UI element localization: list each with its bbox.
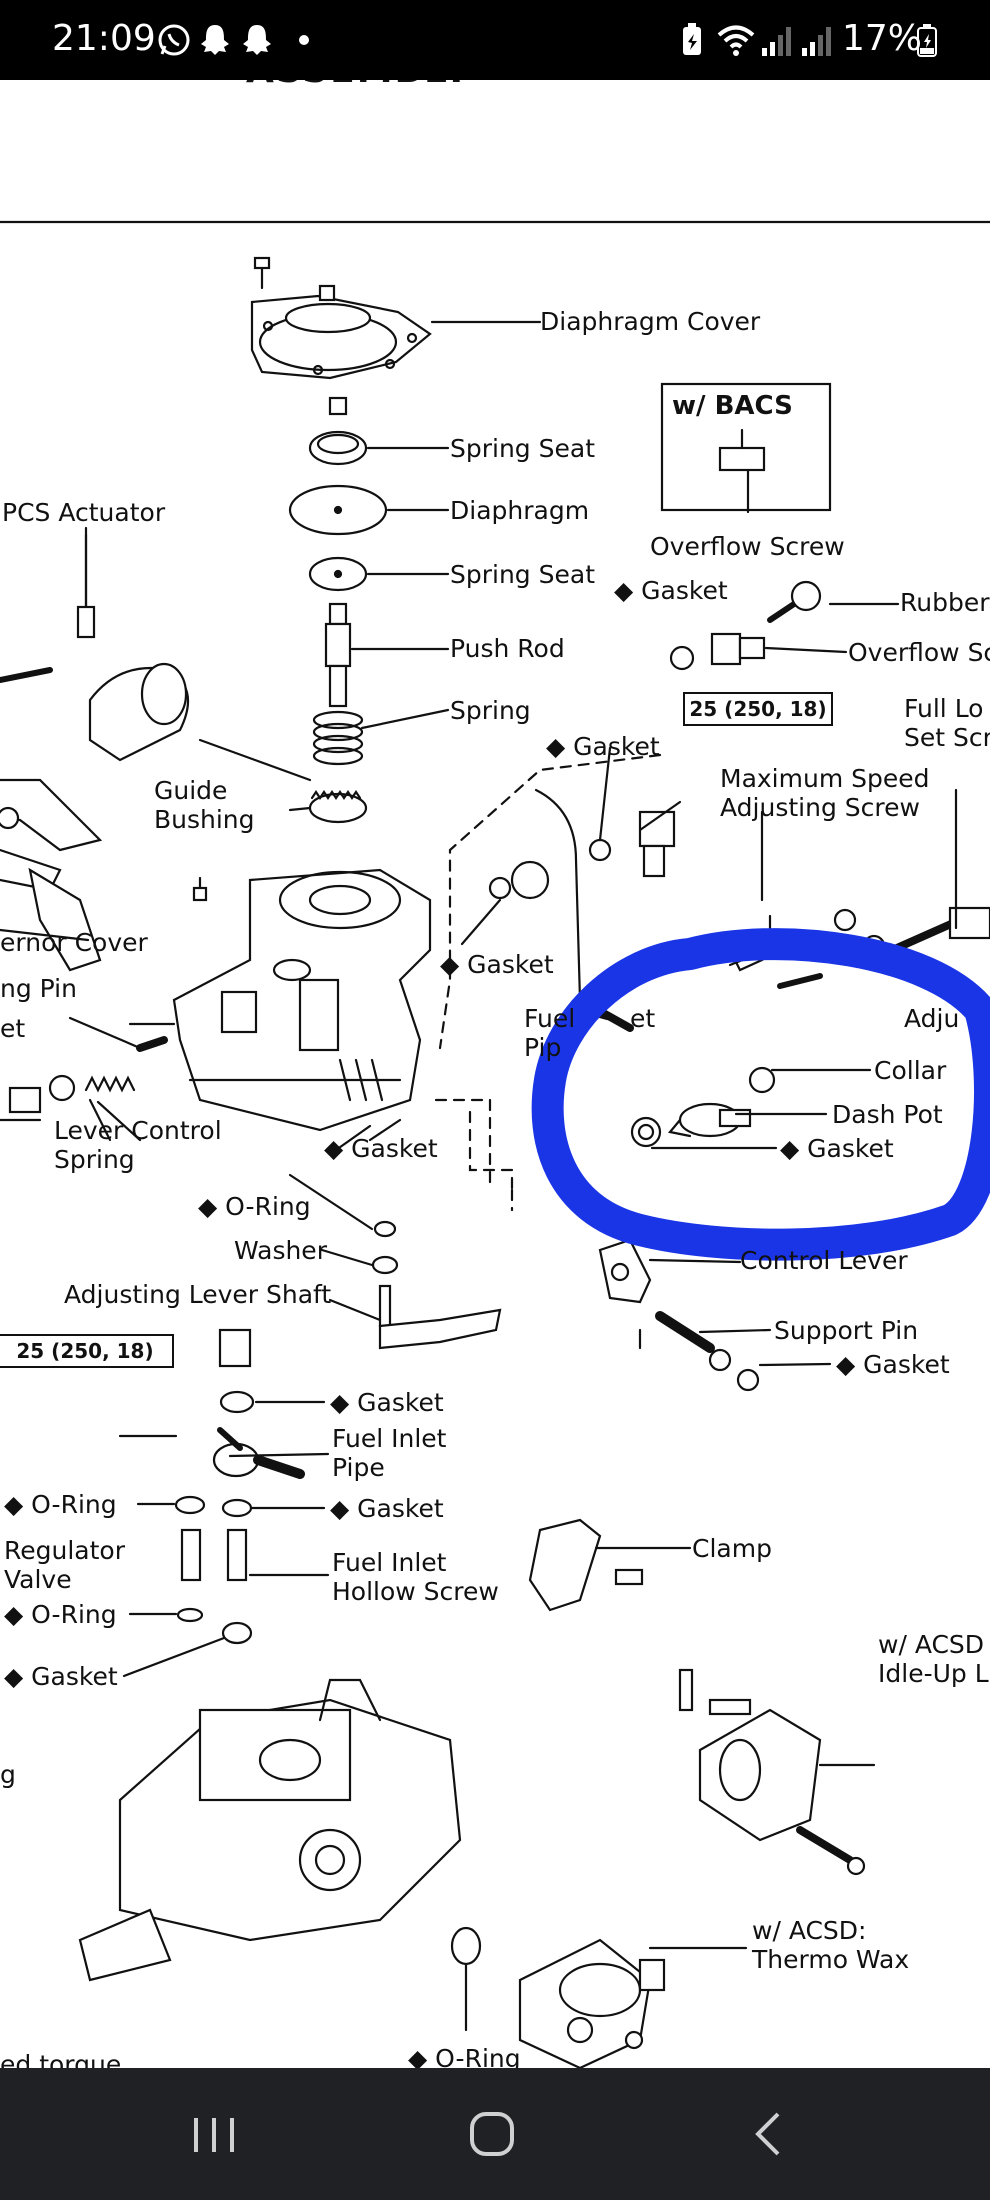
- label-regulator-valve: Regulator Valve: [4, 1536, 125, 1594]
- injection-pump-part: [78, 1678, 482, 2032]
- label-clamp: Clamp: [692, 1534, 772, 1563]
- diaphragm-cover-part: [250, 256, 432, 380]
- dash-pot-part: [630, 1066, 776, 1148]
- label-gasket-dashpot: ◆ Gasket: [780, 1134, 894, 1163]
- whatsapp-icon: [158, 24, 190, 56]
- label-guide-bushing: Guide Bushing: [154, 776, 255, 834]
- label-gasket-support: ◆ Gasket: [836, 1350, 950, 1379]
- adjusting-lever-shaft-part: [218, 1220, 502, 1368]
- status-time: 21:09: [52, 18, 156, 59]
- torque-box-2: 25 (250, 18): [0, 1334, 174, 1368]
- recents-icon: [194, 2118, 234, 2152]
- highlight-circle: [531, 928, 990, 1261]
- label-oring-3: ◆ O-Ring: [4, 1600, 117, 1629]
- label-acsd-thermo-wax: w/ ACSD: Thermo Wax: [752, 1916, 910, 1974]
- label-adjust: Adju: [904, 1004, 960, 1033]
- back-button[interactable]: [710, 2096, 830, 2172]
- label-fuel-inlet-hollow-screw: Fuel Inlet Hollow Screw: [332, 1548, 499, 1606]
- label-gasket-4: ◆ Gasket: [4, 1662, 118, 1691]
- acsd-thermo-wax-part: [518, 1938, 666, 2068]
- label-gasket-top: ◆ Gasket: [614, 576, 728, 605]
- label-fuel-pipe: Fuel Pip: [524, 1004, 576, 1062]
- fuel-inlet-pipe-part: [174, 1390, 305, 1645]
- label-gasket-2: ◆ Gasket: [330, 1388, 444, 1417]
- label-diaphragm-cover: Diaphragm Cover: [540, 307, 761, 336]
- battery-charging-icon: [917, 24, 937, 57]
- label-oring-bottom: ◆ O-Ring: [408, 2044, 521, 2068]
- label-max-speed-screw: Maximum Speed Adjusting Screw: [720, 764, 930, 822]
- label-ed-torque: ed torque: [0, 2050, 122, 2068]
- label-gasket-housing: ◆ Gasket: [324, 1134, 438, 1163]
- status-bar: 21:09 17%: [0, 0, 990, 80]
- wifi-icon: [717, 25, 755, 56]
- label-gasket-3: ◆ Gasket: [330, 1494, 444, 1523]
- label-fuel-inlet-pipe: Fuel Inlet Pipe: [332, 1424, 447, 1482]
- label-acsd-idle-up: w/ ACSD Idle-Up L: [878, 1630, 989, 1688]
- dot-icon: [299, 35, 309, 45]
- snapchat-icon: [201, 25, 229, 55]
- signal-icon: [802, 27, 831, 56]
- snapchat-icon: [243, 25, 271, 55]
- label-spring-seat-2: Spring Seat: [450, 560, 595, 589]
- label-rubber: Rubber: [900, 588, 990, 617]
- signal-icon: [762, 27, 791, 56]
- home-button[interactable]: [432, 2096, 552, 2172]
- clamp-part: [528, 1518, 644, 1612]
- label-spring-seat-1: Spring Seat: [450, 434, 595, 463]
- label-support-pin: Support Pin: [774, 1316, 919, 1345]
- label-overflow-screw-bacs: Overflow Screw: [650, 532, 845, 561]
- label-governor-cover: ernor Cover: [0, 928, 148, 957]
- push-rod-part: [324, 602, 352, 708]
- bacs-box-title: w/ BACS: [672, 391, 793, 421]
- label-spring: Spring: [450, 696, 531, 725]
- guide-bushing-part: [308, 790, 368, 824]
- recents-button[interactable]: [154, 2096, 274, 2172]
- label-lever-control-spring: Lever Control Spring: [54, 1116, 222, 1174]
- label-pcs-actuator: PCS Actuator: [2, 498, 166, 527]
- label-gasket-mid: ◆ Gasket: [546, 732, 660, 761]
- system-nav-bar: [0, 2068, 990, 2200]
- overflow-screw-part: [669, 428, 822, 671]
- label-et: et: [0, 1014, 26, 1043]
- diagram-drawing: [0, 220, 990, 2068]
- label-washer: Washer: [234, 1236, 327, 1265]
- label-diaphragm: Diaphragm: [450, 496, 590, 525]
- control-lever-part: [598, 1238, 760, 1392]
- label-gasket-center: ◆ Gasket: [440, 950, 554, 979]
- spring-part: [312, 710, 364, 766]
- battery-saver-icon: [683, 23, 701, 55]
- home-icon: [470, 2112, 514, 2156]
- label-control-lever: Control Lever: [740, 1246, 908, 1275]
- lever-control-spring-part: [0, 1016, 168, 1142]
- section-heading: ASSEMBLY: [246, 80, 471, 91]
- torque-box-1: 25 (250, 18): [683, 692, 833, 726]
- label-full-load-set-screw: Full Lo Set Scr: [904, 694, 990, 752]
- label-fuel-pipe-et: et: [630, 1004, 656, 1033]
- label-dash-pot: Dash Pot: [832, 1100, 943, 1129]
- exploded-view-diagram: ASSEMBLY w/ BACS 25 (250, 18) 25 (250, 1…: [0, 80, 990, 2068]
- spring-seat-2-part: [308, 556, 368, 592]
- label-adjusting-lever-shaft: Adjusting Lever Shaft: [64, 1280, 332, 1309]
- label-overflow-screw: Overflow Sc: [848, 638, 990, 667]
- pcs-actuator-part: [0, 526, 190, 972]
- acsd-idle-up-part: [678, 1668, 866, 1876]
- label-oring-2: ◆ O-Ring: [4, 1490, 117, 1519]
- label-oring-1: ◆ O-Ring: [198, 1192, 311, 1221]
- battery-percent: 17%: [842, 18, 923, 59]
- diaphragm-part: [288, 484, 388, 536]
- spring-seat-part: [308, 396, 368, 466]
- back-icon: [755, 2112, 780, 2156]
- label-push-rod: Push Rod: [450, 634, 565, 663]
- governor-housing-part: [172, 868, 432, 1132]
- label-g: g: [0, 1760, 16, 1789]
- label-collar: Collar: [874, 1056, 947, 1085]
- label-pin: ng Pin: [0, 974, 77, 1003]
